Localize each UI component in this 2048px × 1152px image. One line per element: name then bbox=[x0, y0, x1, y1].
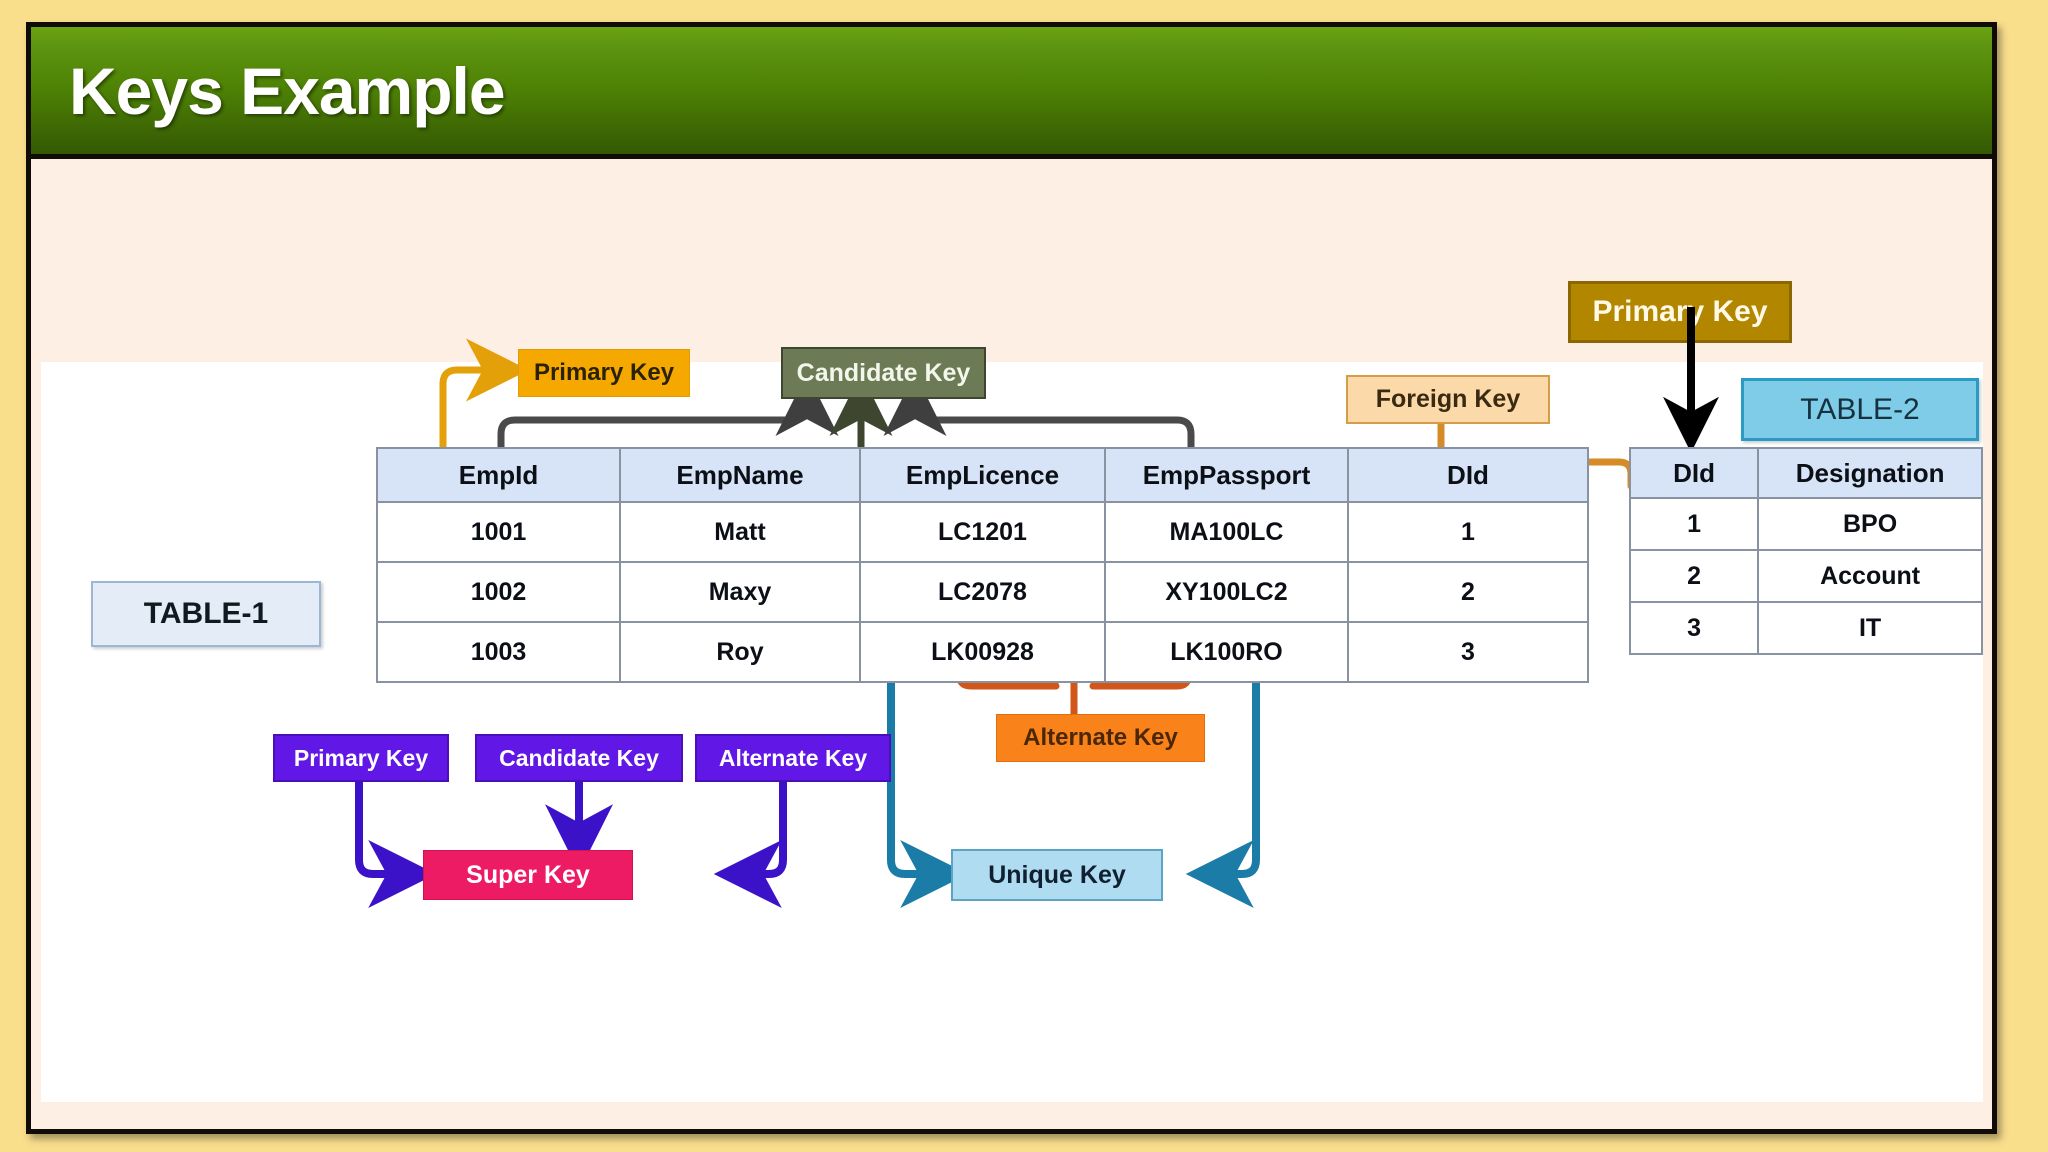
callout-foreign-key: Foreign Key bbox=[1346, 375, 1550, 424]
table-2-cell: 2 bbox=[1628, 549, 1760, 603]
callout-alternate-key-brace: Alternate Key bbox=[996, 714, 1205, 762]
page-title: Keys Example bbox=[69, 54, 506, 128]
table-row: 1003 Roy LK00928 LK100RO 3 bbox=[376, 621, 1589, 683]
table-1-header-row: EmpId EmpName EmpLicence EmpPassport DId bbox=[376, 447, 1589, 503]
table-2-cell: Account bbox=[1757, 549, 1983, 603]
table-1-cell: 2 bbox=[1347, 561, 1589, 623]
table-2-header-cell: Designation bbox=[1757, 447, 1983, 499]
callout-candidate-key-bottom: Candidate Key bbox=[475, 734, 683, 782]
callout-unique-key: Unique Key bbox=[951, 849, 1163, 901]
table-row: 1001 Matt LC1201 MA100LC 1 bbox=[376, 501, 1589, 563]
table-1-cell: LK00928 bbox=[859, 621, 1106, 683]
table-1-cell: LC1201 bbox=[859, 501, 1106, 563]
callout-primary-key-side: Primary Key bbox=[1568, 281, 1792, 343]
table-2-header-cell: DId bbox=[1628, 447, 1760, 499]
title-bar: Keys Example bbox=[31, 27, 1992, 159]
table-1-header-cell: EmpName bbox=[619, 447, 861, 503]
table-row: 1 BPO bbox=[1628, 497, 1983, 551]
slide-body: Keys Example Primary Key bbox=[26, 22, 1997, 1134]
callout-primary-key-bottom: Primary Key bbox=[273, 734, 449, 782]
table-row: 3 IT bbox=[1628, 601, 1983, 655]
label-table-2: TABLE-2 bbox=[1741, 378, 1979, 441]
table-1: EmpId EmpName EmpLicence EmpPassport DId… bbox=[376, 447, 1589, 683]
table-1-cell: Matt bbox=[619, 501, 861, 563]
table-row: 2 Account bbox=[1628, 549, 1983, 603]
table-1-cell: 1003 bbox=[376, 621, 621, 683]
table-1-cell: Maxy bbox=[619, 561, 861, 623]
table-1-cell: 1001 bbox=[376, 501, 621, 563]
table-1-header-cell: EmpLicence bbox=[859, 447, 1106, 503]
table-2-cell: BPO bbox=[1757, 497, 1983, 551]
callout-alternate-key-bottom: Alternate Key bbox=[695, 734, 891, 782]
table-2: DId Designation 1 BPO 2 Account bbox=[1628, 447, 1983, 655]
table-1-header-cell: EmpId bbox=[376, 447, 621, 503]
table-1-cell: 1 bbox=[1347, 501, 1589, 563]
table-1-header-cell: EmpPassport bbox=[1104, 447, 1349, 503]
table-2-cell: 1 bbox=[1628, 497, 1760, 551]
table-1-cell: MA100LC bbox=[1104, 501, 1349, 563]
table-1-cell: 3 bbox=[1347, 621, 1589, 683]
table-2-cell: IT bbox=[1757, 601, 1983, 655]
callout-candidate-key-top: Candidate Key bbox=[781, 347, 986, 399]
callout-super-key: Super Key bbox=[423, 850, 633, 900]
table-row: 1002 Maxy LC2078 XY100LC2 2 bbox=[376, 561, 1589, 623]
diagram-canvas: Primary Key Candidate Key Foreign Key TA… bbox=[41, 307, 1983, 1102]
table-1-cell: XY100LC2 bbox=[1104, 561, 1349, 623]
callout-primary-key-top: Primary Key bbox=[518, 349, 690, 397]
table-2-cell: 3 bbox=[1628, 601, 1760, 655]
table-1-cell: Roy bbox=[619, 621, 861, 683]
table-1-cell: 1002 bbox=[376, 561, 621, 623]
table-1-cell: LK100RO bbox=[1104, 621, 1349, 683]
table-1-header-cell: DId bbox=[1347, 447, 1589, 503]
label-table-1: TABLE-1 bbox=[91, 581, 321, 647]
table-1-cell: LC2078 bbox=[859, 561, 1106, 623]
table-2-header-row: DId Designation bbox=[1628, 447, 1983, 499]
